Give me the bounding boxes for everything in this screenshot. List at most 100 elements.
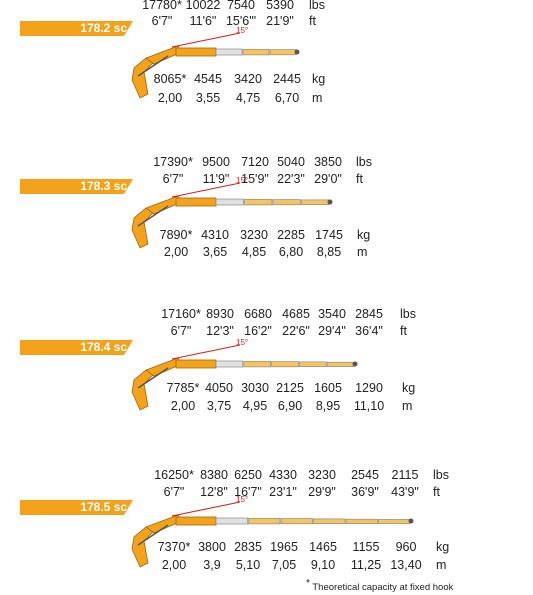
lbs-value: 4685	[282, 307, 310, 321]
footnote-star: *	[306, 578, 310, 589]
crane-extension	[280, 518, 313, 525]
m-value: 7,05	[271, 558, 297, 572]
m-value: 11,25	[350, 558, 382, 572]
kg-value: 4050	[205, 381, 233, 395]
m-value: 6,90	[277, 399, 303, 413]
crane-extension	[299, 361, 327, 368]
kg-value: 7890*	[159, 228, 193, 242]
m-value: 11,10	[353, 399, 385, 413]
crane-extension	[272, 199, 301, 206]
ft-value: 15'6'"	[225, 14, 257, 28]
ft-value: 22'3"	[277, 172, 305, 186]
lbs-value: 6680	[244, 307, 272, 321]
crane-column	[131, 57, 155, 99]
crane-column	[131, 207, 155, 249]
kg-value: 7370*	[157, 540, 191, 554]
kg-unit: kg	[312, 72, 326, 86]
kg-value: 3230	[240, 228, 268, 242]
crane-hook	[294, 49, 300, 55]
ft-value: 12'3"	[206, 324, 234, 338]
ft-value: 23'1"	[269, 485, 297, 499]
crane-hook	[327, 199, 333, 205]
lbs-unit: lbs	[433, 468, 449, 482]
ft-unit: ft	[400, 324, 407, 338]
lbs-unit: lbs	[356, 155, 372, 169]
lbs-value: 2845	[355, 307, 383, 321]
kg-value: 1155	[352, 540, 380, 554]
ft-value: 15'9"	[241, 172, 269, 186]
m-value: 5,10	[235, 558, 261, 572]
lbs-value: 8380	[200, 468, 228, 482]
lbs-value: 17160*	[161, 307, 201, 321]
m-value: 9,10	[310, 558, 336, 572]
lbs-value: 7120	[241, 155, 269, 169]
crane-boom-base	[175, 359, 217, 369]
ft-value: 16'2"	[244, 324, 272, 338]
m-value: 8,95	[315, 399, 341, 413]
ft-value: 6'7"	[151, 14, 173, 28]
crane-hook	[408, 518, 414, 524]
kg-value: 7785*	[166, 381, 200, 395]
angle-label: 15°	[236, 338, 248, 347]
kg-value: 1465	[309, 540, 337, 554]
lbs-value: 3850	[314, 155, 342, 169]
angle-label: 15°	[236, 495, 248, 504]
ft-value: 16'7"	[234, 485, 262, 499]
ft-value: 36'4"	[355, 324, 383, 338]
m-value: 4,95	[242, 399, 268, 413]
kg-value: 8065*	[153, 72, 187, 86]
m-value: 3,65	[202, 245, 228, 259]
kg-value: 1605	[314, 381, 342, 395]
crane-extension	[215, 360, 244, 368]
m-value: 2,00	[163, 245, 189, 259]
crane-extension	[215, 198, 244, 206]
crane-extension	[301, 199, 330, 206]
ft-value: 21'9"	[266, 14, 294, 28]
footnote: * Theoretical capacity at fixed hook	[306, 578, 453, 593]
kg-value: 2125	[276, 381, 304, 395]
crane-extension	[271, 361, 299, 368]
kg-value: 2835	[234, 540, 262, 554]
crane-boom-base	[175, 47, 217, 57]
kg-value: 960	[395, 540, 417, 554]
lbs-unit: lbs	[309, 0, 325, 12]
ft-value: 11'9"	[202, 172, 230, 186]
ft-value: 36'9"	[351, 485, 379, 499]
angle-label: 15°	[236, 176, 248, 185]
angle-line	[171, 182, 241, 198]
crane-extension	[345, 518, 378, 524]
lbs-value: 6250	[234, 468, 262, 482]
lbs-value: 9500	[202, 155, 230, 169]
m-value: 3,75	[206, 399, 232, 413]
angle-line	[171, 501, 241, 517]
lbs-value: 5390	[266, 0, 294, 12]
m-value: 2,00	[170, 399, 196, 413]
model-badge: 178.3 sc	[20, 179, 133, 194]
ft-value: 29'9"	[308, 485, 336, 499]
lbs-value: 2545	[351, 468, 379, 482]
ft-value: 6'7"	[162, 172, 184, 186]
angle-line	[171, 344, 241, 360]
m-unit: m	[357, 245, 368, 259]
crane-extension	[244, 198, 273, 206]
crane-extension	[269, 49, 297, 56]
kg-unit: kg	[436, 540, 450, 554]
crane-hook	[352, 361, 358, 367]
kg-value: 1965	[270, 540, 298, 554]
crane-extension	[215, 48, 243, 56]
crane-extension	[248, 517, 281, 525]
ft-unit: ft	[309, 14, 316, 28]
m-value: 3,9	[203, 558, 221, 572]
ft-value: 43'9"	[391, 485, 419, 499]
lbs-value: 8930	[206, 307, 234, 321]
kg-value: 1290	[355, 381, 383, 395]
m-value: 3,55	[195, 91, 221, 105]
lbs-value: 7540	[227, 0, 255, 12]
crane-column	[131, 526, 155, 568]
m-value: 2,00	[157, 91, 183, 105]
crane-extension	[378, 519, 411, 524]
lbs-value: 2115	[391, 468, 419, 482]
lbs-value: 17390*	[153, 155, 193, 169]
kg-value: 3030	[241, 381, 269, 395]
